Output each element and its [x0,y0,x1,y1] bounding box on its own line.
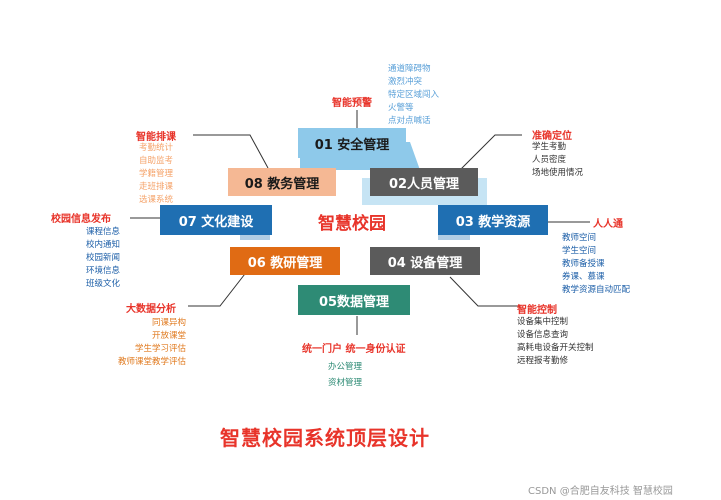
block-06-research[interactable]: 06 教研管理 [230,247,340,275]
callout-schedule-list: 考勤统计 自助监考 学籍管理 走班排课 选课系统 [139,142,173,207]
list-item: 办公管理 [328,362,363,372]
connector-line [459,134,522,171]
list-item: 教师课堂教学评估 [117,357,186,367]
list-item: 设备集中控制 [517,317,569,327]
connector-lines [130,110,590,335]
main-title: 智慧校园系统顶层设计 [220,426,430,450]
callout-position-list: 学生考勤 人员密度 场地使用情况 [532,141,583,180]
list-item: 选课系统 [139,195,174,205]
connector-line [188,269,249,307]
list-item: 券课、慕课 [562,272,605,282]
callout-control-list: 设备集中控制 设备信息查询 高耗电设备开关控制 远程报考勤修 [517,316,594,368]
list-item: 教师空间 [562,233,597,243]
center-label: 智慧校园 [318,214,386,234]
callout-everyone-title: 人人通 [593,219,623,230]
callout-portal-list: 办公管理 资材管理 [328,359,362,391]
block-04-equipment[interactable]: 04 设备管理 [370,247,480,275]
list-item: 人员密度 [532,155,567,165]
list-item: 点对点喊话 [388,116,431,126]
callout-control-title: 智能控制 [517,305,557,316]
list-item: 教师备授课 [562,259,605,269]
connector-line [193,134,269,169]
list-item: 场地使用情况 [532,168,584,178]
block-01-safety[interactable]: 01 安全管理 [298,128,406,158]
list-item: 课程信息 [86,227,121,237]
list-item: 环境信息 [86,266,121,276]
block-03-teaching-resources[interactable]: 03 教学资源 [438,205,548,235]
list-item: 教学资源自动匹配 [562,285,631,295]
callout-bigdata-title: 大数据分析 [126,304,176,315]
list-item: 走班排课 [139,182,174,192]
list-item: 开放课堂 [151,331,186,341]
list-item: 校园新闻 [86,253,121,263]
list-item: 学生学习评估 [134,344,186,354]
list-item: 学籍管理 [139,169,174,179]
block-05-data[interactable]: 05数据管理 [298,285,410,315]
list-item: 班级文化 [86,279,121,289]
callout-warning-list: 通道障碍物 激烈冲突 特定区域闯入 火警等 点对点喊话 [388,63,439,128]
callout-portal-title: 统一门户 统一身份认证 [302,344,406,355]
block-07-culture[interactable]: 07 文化建设 [160,205,272,235]
list-item: 自助监考 [139,156,174,166]
list-item: 校内通知 [86,240,121,250]
list-item: 通道障碍物 [388,64,431,74]
list-item: 学生空间 [562,246,597,256]
list-item: 设备信息查询 [517,330,569,340]
list-item: 高耗电设备开关控制 [517,343,594,353]
list-item: 火警等 [388,103,414,113]
list-item: 远程报考勤修 [517,356,569,366]
list-item: 学生考勤 [532,142,567,152]
connector-line [449,276,520,307]
callout-schedule-title: 智能排课 [136,132,176,143]
callout-campusinfo-list: 课程信息 校内通知 校园新闻 环境信息 班级文化 [86,226,120,291]
watermark: CSDN @合肥自友科技 智慧校园 [528,486,673,497]
list-item: 特定区域闯入 [388,90,440,100]
list-item: 资材管理 [328,378,363,388]
list-item: 考勤统计 [139,143,174,153]
list-item: 同课异构 [151,318,186,328]
callout-position-title: 准确定位 [532,131,572,142]
callout-everyone-list: 教师空间 学生空间 教师备授课 券课、慕课 教学资源自动匹配 [562,232,630,297]
callout-bigdata-list: 同课异构 开放课堂 学生学习评估 教师课堂教学评估 [104,317,186,369]
callout-campusinfo-title: 校园信息发布 [51,214,111,225]
list-item: 激烈冲突 [388,77,423,87]
block-08-academic-affairs[interactable]: 08 教务管理 [228,168,336,196]
callout-warning-title: 智能预警 [332,98,372,109]
block-02-personnel[interactable]: 02人员管理 [370,168,478,196]
